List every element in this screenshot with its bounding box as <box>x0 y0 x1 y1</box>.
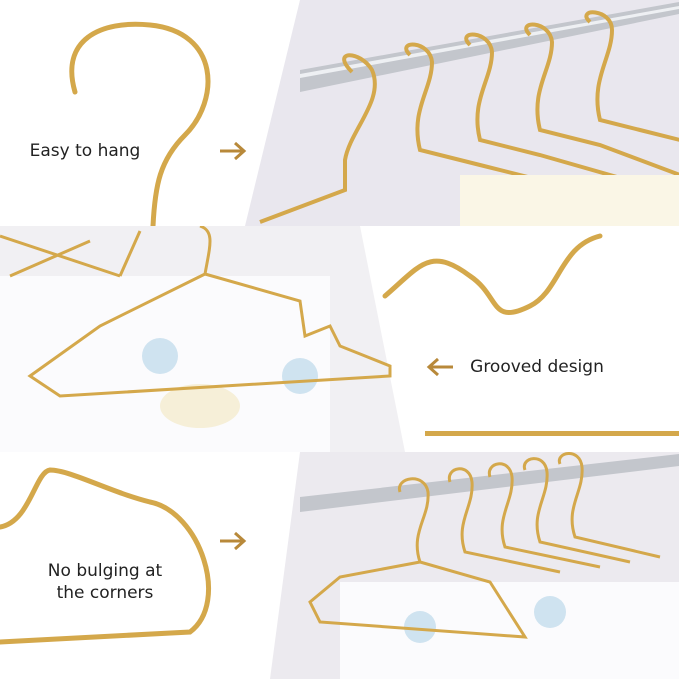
panel-no-bulging: No bulging at the corners <box>0 452 679 679</box>
hanger-groove <box>382 233 603 315</box>
hanger-corner <box>0 467 211 645</box>
hanger-photo-2 <box>0 226 679 452</box>
arrow-left-icon <box>426 357 453 377</box>
hanger-photo-1 <box>69 0 679 226</box>
hanger-hook <box>69 21 211 226</box>
arrow-right-icon <box>220 141 247 161</box>
panel-easy-to-hang: Easy to hang <box>0 0 679 226</box>
hanger-photo-3 <box>0 452 679 679</box>
caption-no-bulging: No bulging at the corners <box>47 561 163 603</box>
caption-grooved-design: Grooved design <box>470 357 604 377</box>
arrow-right-icon <box>220 531 247 551</box>
caption-easy-to-hang: Easy to hang <box>29 141 141 161</box>
panel-grooved-design: Grooved design <box>0 226 679 452</box>
